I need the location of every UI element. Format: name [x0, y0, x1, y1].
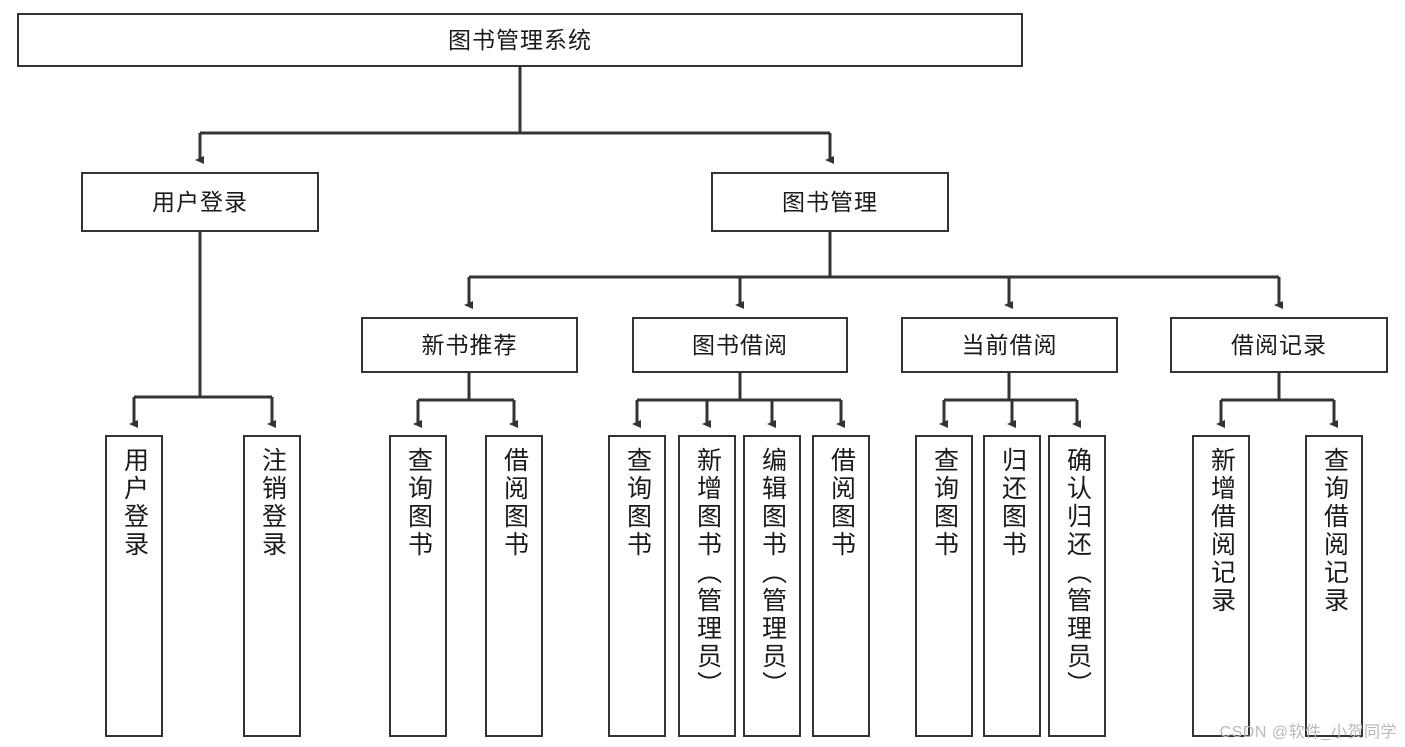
node-leaf-query-book-1[interactable]: 查询图书 [389, 435, 447, 737]
node-leaf-borrow-book-1[interactable]: 借阅图书 [485, 435, 543, 737]
node-borrow-record-label: 借阅记录 [1231, 331, 1327, 358]
node-leaf-confirm-return[interactable]: 确认归还（管理员） [1048, 435, 1106, 737]
node-leaf-edit-book-label: 编辑图书（管理员） [758, 447, 787, 699]
node-leaf-query-book-3-label: 查询图书 [930, 447, 959, 559]
node-leaf-query-book-2-label: 查询图书 [623, 447, 652, 559]
node-leaf-add-record-label: 新增借阅记录 [1207, 447, 1236, 615]
node-leaf-confirm-return-label: 确认归还（管理员） [1063, 447, 1092, 699]
node-leaf-return-book[interactable]: 归还图书 [983, 435, 1041, 737]
node-leaf-user-login[interactable]: 用户登录 [105, 435, 163, 737]
node-leaf-add-book[interactable]: 新增图书（管理员） [678, 435, 736, 737]
node-leaf-user-login-label: 用户登录 [120, 447, 149, 559]
node-leaf-add-record[interactable]: 新增借阅记录 [1192, 435, 1250, 737]
node-user-login[interactable]: 用户登录 [81, 172, 319, 232]
node-book-borrow-label: 图书借阅 [692, 331, 788, 358]
node-book-manage[interactable]: 图书管理 [711, 172, 949, 232]
node-new-book-recommend-label: 新书推荐 [421, 331, 518, 358]
csdn-watermark: CSDN @软件_小贺同学 [1219, 724, 1397, 741]
node-book-manage-label: 图书管理 [782, 188, 878, 215]
node-leaf-query-book-3[interactable]: 查询图书 [915, 435, 973, 737]
node-leaf-borrow-book-2-label: 借阅图书 [827, 447, 856, 559]
node-borrow-record[interactable]: 借阅记录 [1170, 317, 1388, 373]
node-leaf-edit-book[interactable]: 编辑图书（管理员） [743, 435, 801, 737]
node-leaf-logout-label: 注销登录 [258, 447, 287, 559]
node-root[interactable]: 图书管理系统 [17, 13, 1023, 67]
node-leaf-add-book-label: 新增图书（管理员） [693, 447, 722, 699]
node-leaf-query-book-1-label: 查询图书 [404, 447, 433, 559]
node-root-label: 图书管理系统 [448, 26, 592, 53]
node-leaf-logout[interactable]: 注销登录 [243, 435, 301, 737]
node-user-login-label: 用户登录 [152, 188, 248, 215]
node-new-book-recommend[interactable]: 新书推荐 [361, 317, 578, 373]
node-leaf-borrow-book-2[interactable]: 借阅图书 [812, 435, 870, 737]
node-leaf-query-record-label: 查询借阅记录 [1320, 447, 1349, 615]
node-book-borrow[interactable]: 图书借阅 [632, 317, 848, 373]
node-leaf-query-record[interactable]: 查询借阅记录 [1305, 435, 1363, 737]
node-current-borrow-label: 当前借阅 [961, 331, 1058, 358]
node-leaf-query-book-2[interactable]: 查询图书 [608, 435, 666, 737]
node-current-borrow[interactable]: 当前借阅 [901, 317, 1118, 373]
node-leaf-return-book-label: 归还图书 [998, 447, 1027, 559]
node-leaf-borrow-book-1-label: 借阅图书 [500, 447, 529, 559]
